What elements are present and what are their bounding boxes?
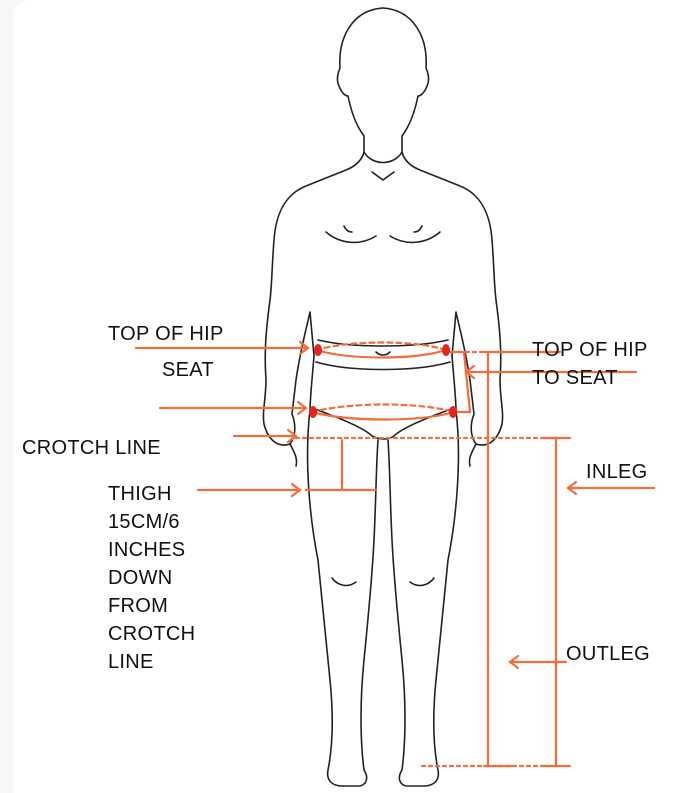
seat-label: SEAT [162,356,214,384]
seat-arrow [160,402,306,414]
inleg-line [542,438,570,766]
outleg-label: OUTLEG [566,640,650,668]
hip-left-marker [314,344,322,356]
thigh-label-line: CROTCH [108,620,195,648]
top-of-hip-label: TOP OF HIP [108,320,224,348]
seat-band-back [312,405,454,413]
thigh-label-line: INCHES [108,536,195,564]
crotch-line-arrow [234,430,296,442]
thigh-arrow [198,484,300,496]
thigh-label-line: 15CM/6 [108,508,195,536]
top-of-hip-to-seat-line: TOP OF HIP [532,336,648,364]
seat-left-marker [309,406,317,418]
thigh-label: THIGH 15CM/6 INCHES DOWN FROM CROTCH LIN… [108,480,195,676]
outleg-arrow [510,656,566,668]
outleg-line [484,352,560,766]
thigh-label-line: DOWN [108,564,195,592]
top-of-hip-to-seat-label: TOP OF HIP TO SEAT [532,336,648,392]
seat-right-marker [449,406,457,418]
measurement-lines [136,342,654,766]
thigh-label-line: FROM [108,592,195,620]
body-outline [263,8,502,786]
thigh-marker [306,440,376,490]
top-of-hip-to-seat-line: TO SEAT [532,364,648,392]
hip-band-front [316,350,446,358]
crotch-line-label: CROTCH LINE [22,434,161,462]
hip-right-marker [442,344,450,356]
seat-band-front [312,412,454,420]
inleg-label: INLEG [586,458,648,486]
thigh-label-line: LINE [108,648,195,676]
thigh-label-line: THIGH [108,480,195,508]
